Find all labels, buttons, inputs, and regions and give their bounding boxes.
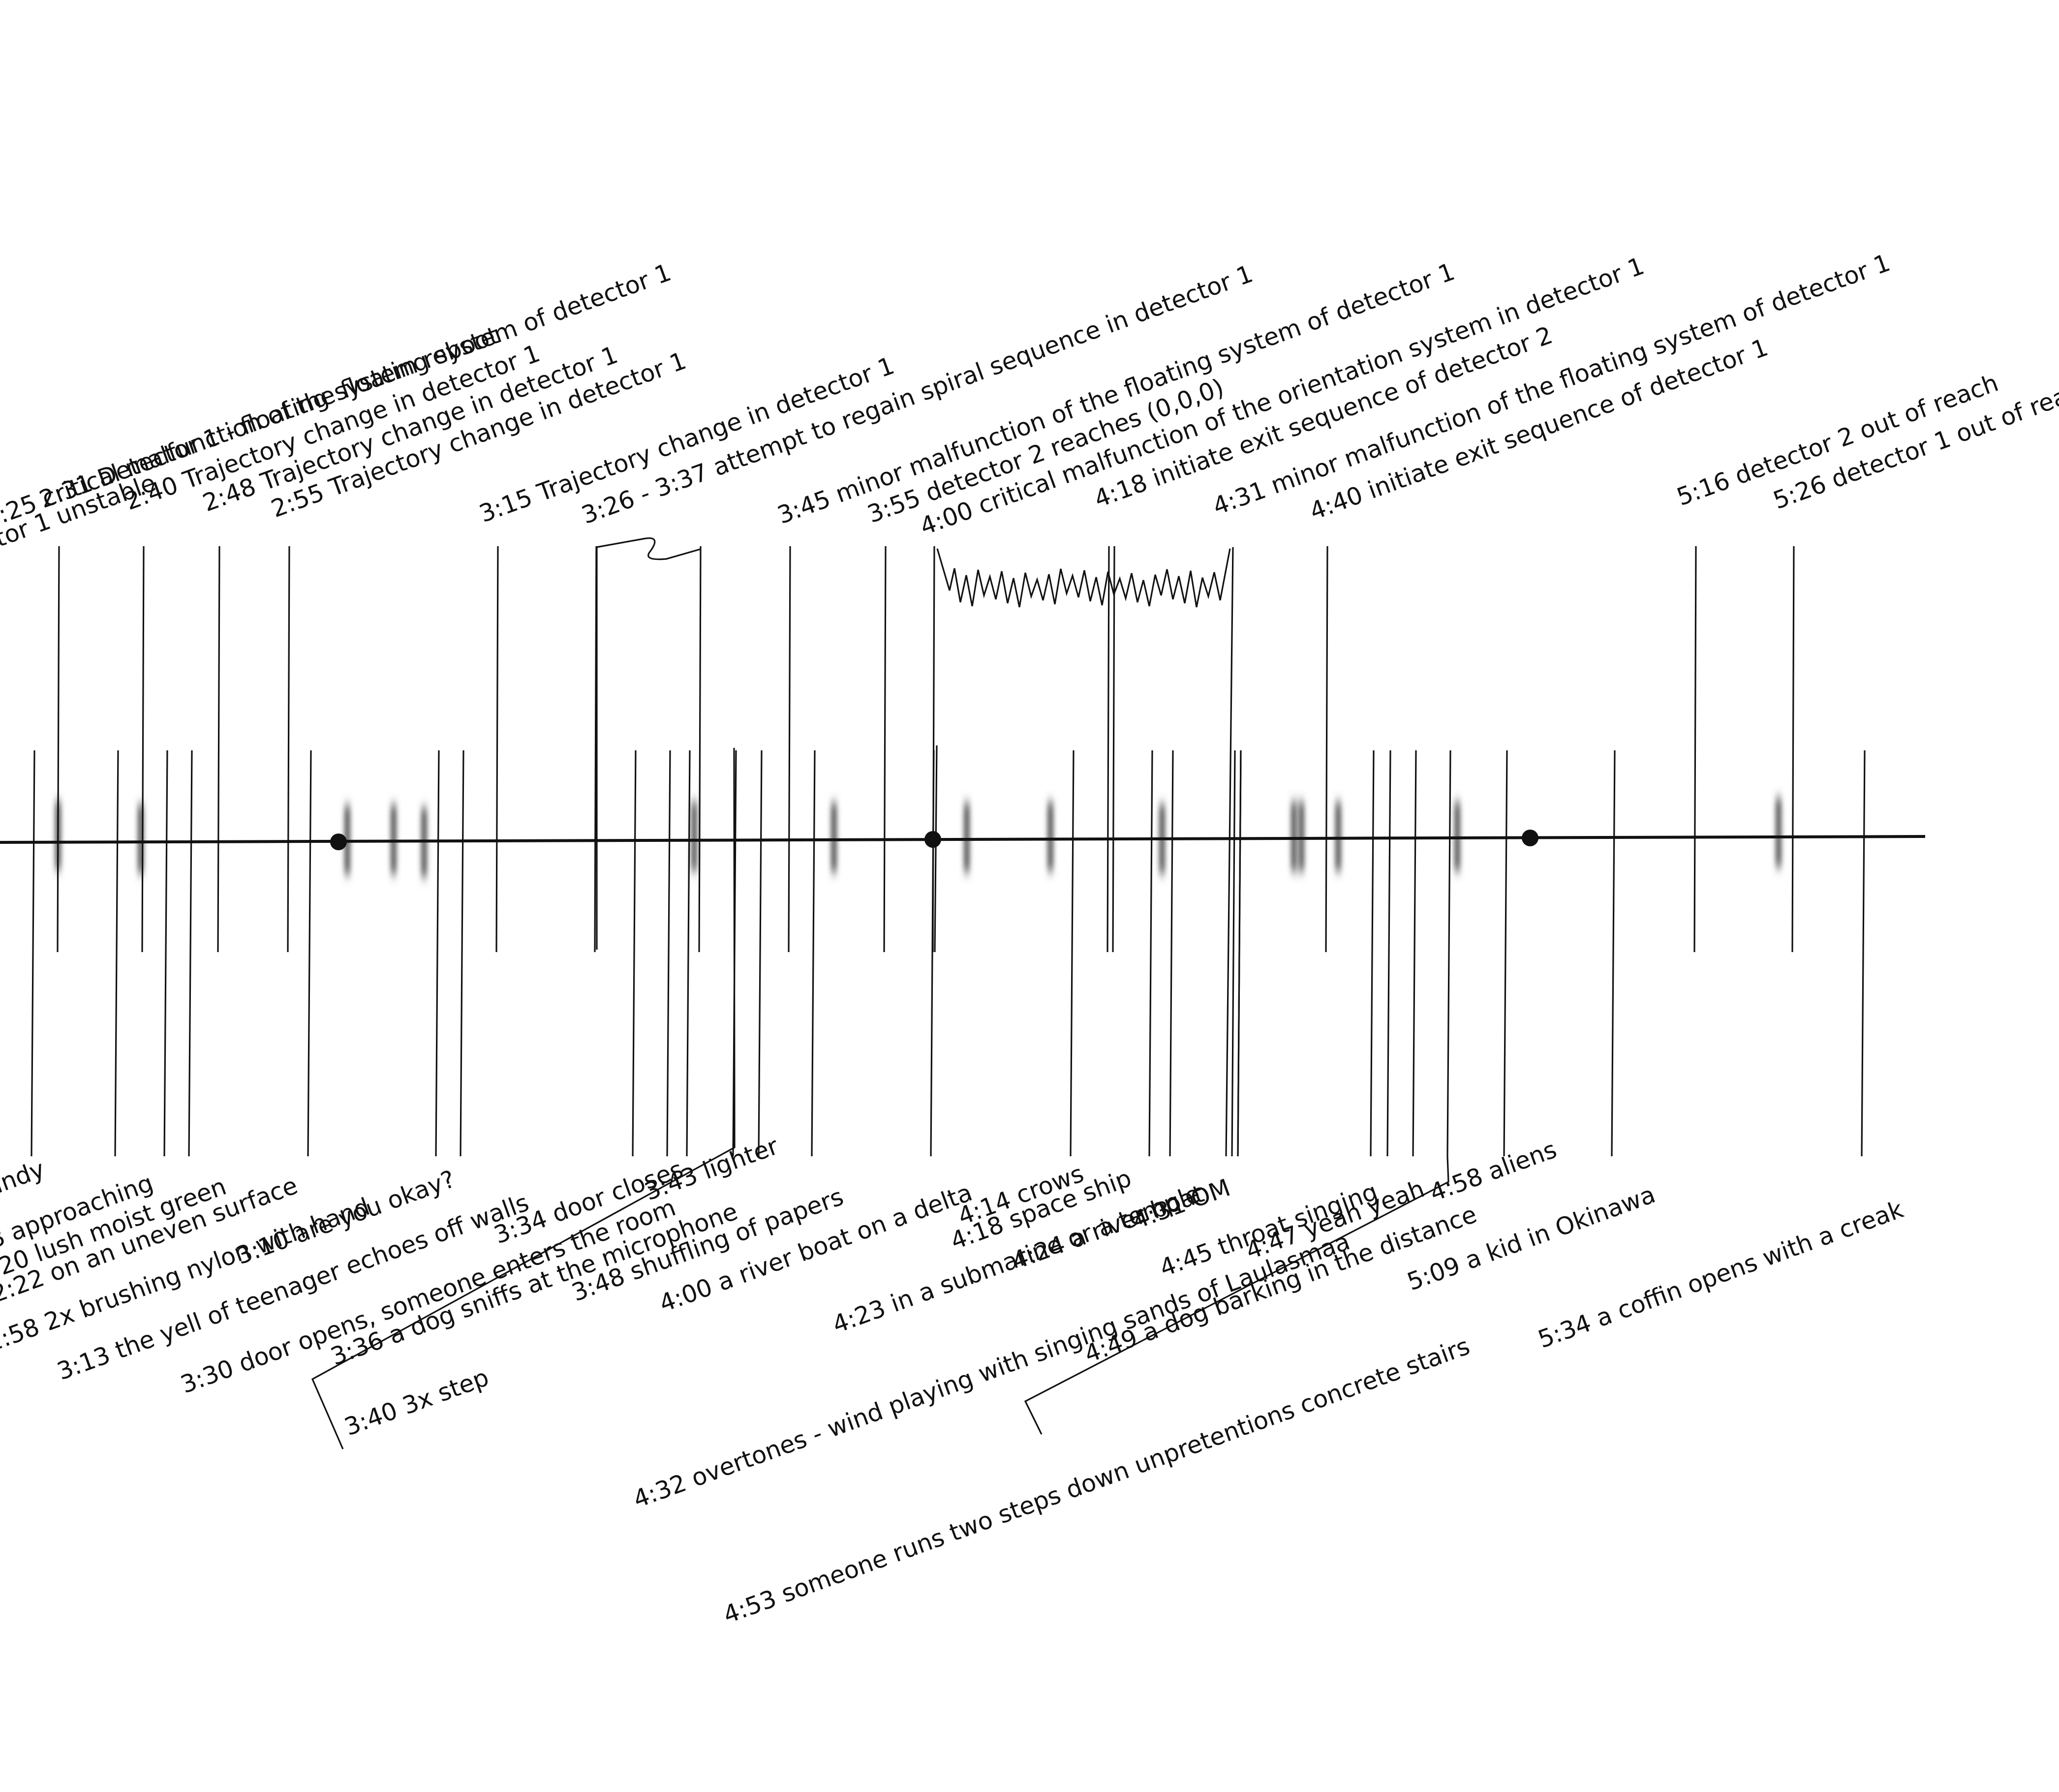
bottom-guide-line — [686, 750, 691, 1157]
top-guide-line — [1791, 546, 1795, 953]
timeline-node — [1522, 830, 1538, 846]
bottom-guide-line — [1611, 750, 1616, 1157]
sound-marker — [1335, 802, 1341, 871]
bottom-guide-line — [1370, 750, 1375, 1157]
bottom-event-label: 4:58 aliens — [1426, 1136, 1561, 1207]
interval-brackets — [311, 537, 1449, 1450]
top-guide-line — [1693, 546, 1697, 953]
top-guide-line — [1106, 546, 1110, 953]
bottom-guide-line — [1148, 750, 1153, 1157]
bottom-guide-line — [1070, 750, 1075, 1157]
top-guide-line — [1325, 546, 1328, 953]
top-guide-line — [883, 546, 887, 953]
top-guide-line — [698, 546, 702, 953]
bottom-guide-line — [460, 750, 464, 1157]
sound-marker — [1291, 802, 1297, 871]
spiral-attempt-bracket — [596, 537, 701, 950]
timeline-nodes — [330, 830, 1538, 850]
sound-marker — [391, 805, 397, 874]
bottom-guide-line — [1446, 750, 1451, 1157]
bottom-event-label: 3:40 3x step — [341, 1363, 492, 1442]
bottom-guide-line — [1237, 750, 1242, 1157]
bottom-guide-line — [1231, 750, 1236, 1157]
bottom-guide-line — [1503, 750, 1508, 1157]
bottom-event-label: 4:53 someone runs two steps down unprete… — [720, 1332, 1474, 1629]
timeline-axis — [0, 835, 1926, 844]
bottom-guide-line — [1861, 750, 1866, 1157]
bottom-guide-line — [114, 750, 119, 1157]
sound-marker — [831, 803, 837, 872]
bottom-guide-line — [163, 750, 168, 1157]
bottom-guide-line — [31, 750, 35, 1157]
top-guide-line — [57, 546, 60, 953]
bottom-guide-line — [666, 750, 671, 1157]
center-node-line — [934, 745, 938, 953]
bottom-guide-line — [1386, 750, 1391, 1157]
bottom-guide-line — [930, 750, 935, 1157]
bottom-guide-line — [1169, 750, 1174, 1157]
bottom-guide-line — [188, 750, 193, 1157]
bottom-guide-line — [632, 750, 637, 1157]
bottom-guide-line — [811, 750, 816, 1157]
sound-marker — [1776, 798, 1782, 867]
top-guide-line — [495, 546, 499, 953]
stairs-bracket — [1024, 1156, 1449, 1435]
bottom-guide-line — [1412, 750, 1417, 1157]
step-bracket — [311, 747, 736, 1450]
malfunction-zigzag — [936, 548, 1231, 608]
top-guide-line — [1112, 546, 1115, 953]
bottom-event-label: 4:31 OM — [1129, 1174, 1234, 1235]
top-guide-line — [141, 546, 145, 953]
sound-marker — [1298, 802, 1304, 871]
zigzag-end-line — [1225, 547, 1234, 1157]
event-guide-lines — [31, 546, 1866, 1157]
bottom-guide-line — [758, 750, 763, 1157]
sound-marker — [1047, 802, 1053, 871]
sound-marker — [964, 803, 970, 872]
top-guide-line — [788, 546, 791, 953]
top-guide-line — [217, 546, 220, 953]
timeline-node — [924, 831, 941, 848]
timeline-node — [330, 834, 347, 850]
bottom-guide-line — [307, 750, 312, 1157]
bottom-guide-line — [435, 750, 440, 1157]
sound-marker — [691, 802, 697, 871]
top-guide-line — [287, 546, 290, 953]
